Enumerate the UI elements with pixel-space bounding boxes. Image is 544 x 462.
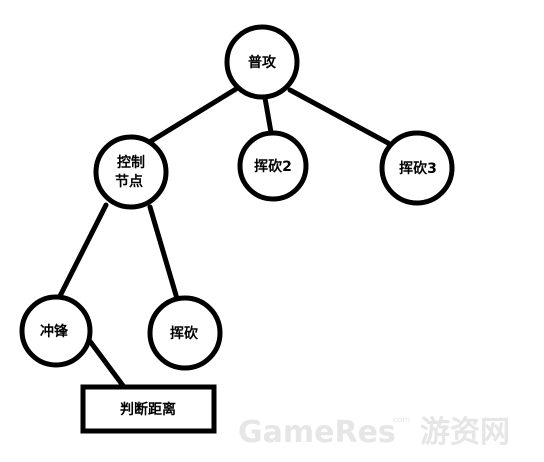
node-label: 挥砍 [170,325,199,342]
node-circle [93,134,169,210]
edges [57,86,391,390]
edge-charge-judge [86,337,127,390]
watermark-small: com [393,415,410,424]
node-label-line2: 节点 [115,173,143,190]
watermark: GameRes com 游资网 [238,415,510,450]
node-label-line1: 控制 [117,154,145,171]
node-control: 控制 节点 [93,134,169,210]
edge-control-charge [57,202,109,299]
node-label: 冲锋 [40,323,69,340]
watermark-sub: 游资网 [420,415,510,450]
node-swing: 挥砍 [147,295,223,371]
node-charge: 冲锋 [19,294,93,368]
edge-root-control [140,86,239,149]
node-judge: 判断距离 [80,384,217,434]
node-rect [80,384,217,434]
node-label: 挥砍3 [399,160,437,177]
node-label: 挥砍2 [254,158,292,175]
node-label: 判断距离 [120,401,176,418]
edge-control-swing [147,204,181,305]
node-circle [379,130,455,206]
node-circle [237,130,309,202]
watermark-brand: GameRes [238,415,396,450]
node-root: 普攻 [224,24,300,100]
edge-root-swing3 [287,87,391,146]
node-label: 普攻 [248,54,277,71]
node-circle [224,24,300,100]
node-swing2: 挥砍2 [237,130,309,202]
node-circle [19,294,93,368]
node-circle [147,295,223,371]
node-swing3: 挥砍3 [379,130,455,206]
